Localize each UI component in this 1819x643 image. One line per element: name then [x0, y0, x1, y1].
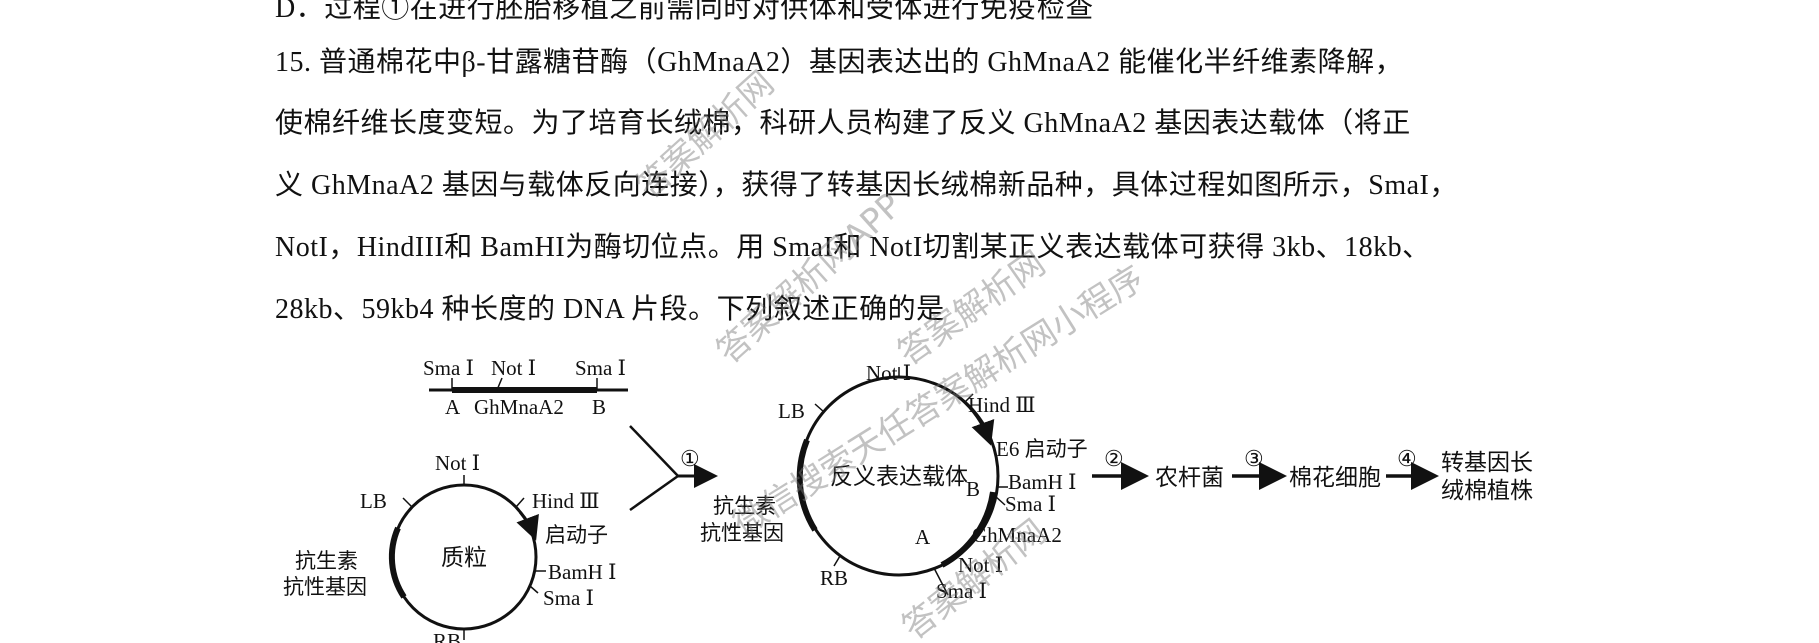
vector-a: A	[915, 525, 931, 549]
plasmid-sma1: Sma Ⅰ	[543, 586, 594, 610]
question-line-1: 15. 普通棉花中β-甘露糖苷酶（GhMnaA2）基因表达出的 GhMnaA2 …	[275, 47, 1404, 78]
vector-b: B	[966, 477, 980, 501]
flow-plant-line-2: 绒棉植株	[1441, 478, 1533, 503]
gene-fragment: Sma Ⅰ Not Ⅰ Sma Ⅰ A GhMnaA2 B	[423, 356, 628, 419]
flow-plant-line-1: 转基因长	[1441, 450, 1533, 475]
flow-agrobacterium: 农杆菌	[1155, 465, 1224, 490]
question-line-5: 28kb、59kb4 种长度的 DNA 片段。下列叙述正确的是	[275, 294, 945, 325]
plasmid-promoter: 启动子	[545, 523, 608, 547]
fragment-sma1-right: Sma Ⅰ	[575, 356, 626, 380]
step-1-arrow: ①	[629, 425, 718, 512]
vector-sma1-bottom: Sma Ⅰ	[936, 579, 987, 603]
fragment-b: B	[592, 395, 606, 419]
antisense-vector: 反义表达载体 Not Ⅰ Hind Ⅲ LB E6 启动子 B BamH Ⅰ S…	[700, 361, 1088, 603]
flow-steps: ② 农杆菌 ③ 棉花细胞 ④ 转基因长 绒棉植株	[1092, 446, 1533, 503]
plasmid-resist-2: 抗性基因	[283, 575, 367, 599]
step-4-label: ④	[1397, 446, 1417, 471]
vector-hind3: Hind Ⅲ	[968, 393, 1036, 417]
plasmid-label: 质粒	[441, 545, 487, 570]
plasmid-hind3: Hind Ⅲ	[532, 489, 600, 513]
fragment-not1: Not Ⅰ	[491, 356, 536, 380]
fragment-sma1-left: Sma Ⅰ	[423, 356, 474, 380]
vector-lb: LB	[778, 399, 805, 423]
vector-not1-top: Not Ⅰ	[866, 361, 911, 385]
plasmid: 质粒 Not Ⅰ LB Hind Ⅲ 启动子 BamH Ⅰ Sma Ⅰ 抗生素 …	[283, 451, 616, 643]
vector-gene: GhMnaA2	[972, 523, 1062, 547]
fragment-gene: GhMnaA2	[474, 395, 564, 419]
plasmid-bamh1: BamH Ⅰ	[548, 560, 616, 584]
plasmid-lb: LB	[360, 489, 387, 513]
vector-resist-2: 抗性基因	[700, 521, 784, 545]
fragment-a: A	[445, 395, 461, 419]
vector-bamh1: BamH Ⅰ	[1008, 470, 1076, 494]
question-line-3: 义 GhMnaA2 基因与载体反向连接），获得了转基因长绒棉新品种，具体过程如图…	[275, 170, 1458, 201]
step-2-label: ②	[1104, 446, 1124, 471]
vector-promoter: E6 启动子	[996, 437, 1088, 461]
question-line-2: 使棉纤维长度变短。为了培育长绒棉，科研人员构建了反义 GhMnaA2 基因表达载…	[275, 108, 1411, 139]
step-1-label: ①	[680, 446, 700, 471]
plasmid-rb: RB	[433, 629, 461, 643]
flow-cotton-cell: 棉花细胞	[1289, 465, 1381, 490]
vector-label: 反义表达载体	[830, 464, 968, 489]
step-3-label: ③	[1244, 446, 1264, 471]
vector-rb: RB	[820, 566, 848, 590]
vector-resist-1: 抗生素	[713, 494, 776, 518]
vector-not1-bottom: Not Ⅰ	[958, 553, 1003, 577]
plasmid-not1: Not Ⅰ	[435, 451, 480, 475]
plasmid-resist-1: 抗生素	[295, 549, 358, 573]
question-line-4: NotI，HindIII和 BamHI为酶切位点。用 SmaI和 NotI切割某…	[275, 232, 1431, 263]
previous-option-text: D．过程①在进行胚胎移植之前需同时对供体和受体进行免疫检查	[275, 0, 1094, 24]
vector-sma1-right: Sma Ⅰ	[1005, 492, 1056, 516]
